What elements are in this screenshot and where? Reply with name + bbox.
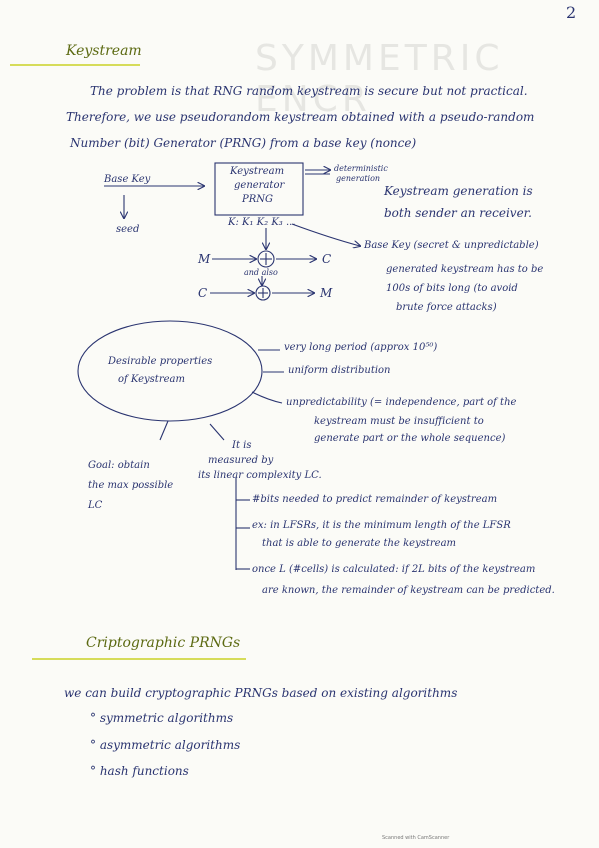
bullet-text: symmetric algorithms — [99, 711, 234, 725]
bullet-icon: ° — [90, 711, 100, 725]
keystream-length-note: brute force attacks) — [396, 302, 497, 313]
lc-definition: #bits needed to predict remainder of key… — [252, 494, 498, 505]
gen-note: Keystream generation is — [384, 184, 533, 198]
measured-note: measured by — [208, 455, 274, 466]
generator-line: generator — [234, 180, 285, 191]
lc-example: that is able to generate the keystream — [262, 538, 457, 549]
paragraph-line: Number (bit) Generator (PRNG) from a bas… — [70, 136, 417, 150]
lc-prediction: are known, the remainder of keystream ca… — [262, 585, 555, 596]
m-label-2: M — [320, 286, 333, 300]
measured-note: It is — [232, 440, 252, 451]
ellipse-center: of Keystream — [118, 374, 185, 385]
c-label-2: C — [198, 286, 208, 300]
base-key-note: Base Key (secret & unpredictable) — [364, 240, 539, 251]
property-unpredictability: generate part or the whole sequence) — [314, 433, 506, 444]
page-number: 2 — [566, 3, 577, 22]
bullet-asymmetric: ° asymmetric algorithms — [90, 738, 240, 752]
bullet-text: asymmetric algorithms — [99, 738, 241, 752]
measured-note: its linear complexity LC. — [198, 470, 322, 481]
bullet-hash: ° hash functions — [90, 764, 189, 778]
section-heading-prngs: Criptographic PRNGs — [86, 635, 241, 651]
ellipse-center: Desirable properties — [108, 356, 213, 367]
bullet-icon: ° — [90, 764, 100, 778]
base-key-label: Base Key — [104, 174, 151, 185]
heading-underline — [10, 64, 140, 66]
property-unpredictability: keystream must be insufficient to — [314, 416, 484, 427]
keys-row: K: K₁ K₂ K₃ ... — [228, 217, 296, 228]
property-uniform: uniform distribution — [288, 365, 391, 376]
gen-note: both sender an receiver. — [384, 206, 532, 220]
prng-intro: we can build cryptographic PRNGs based o… — [64, 686, 458, 700]
bleed-through: SYMMETRIC ENCR — [255, 38, 504, 120]
heading-underline — [32, 658, 246, 660]
bullet-text: hash functions — [99, 764, 189, 778]
generator-line: Keystream — [230, 166, 285, 177]
deterministic-label: generation — [336, 174, 381, 183]
goal-note: LC — [88, 500, 103, 511]
paragraph-line: The problem is that RNG random keystream… — [90, 84, 528, 98]
bullet-symmetric: ° symmetric algorithms — [90, 711, 233, 725]
goal-note: Goal: obtain — [88, 460, 150, 471]
and-also-label: and also — [244, 268, 278, 277]
seed-label: seed — [116, 224, 140, 235]
keystream-length-note: generated keystream has to be — [386, 264, 544, 275]
property-period: very long period (approx 10⁵⁰) — [284, 342, 438, 353]
scanner-watermark: Scanned with CamScanner — [382, 835, 450, 841]
property-unpredictability: unpredictability (= independence, part o… — [286, 397, 517, 408]
lc-example: ex: in LFSRs, it is the minimum length o… — [252, 520, 511, 531]
section-heading-keystream: Keystream — [66, 43, 142, 59]
m-label: M — [198, 252, 211, 266]
deterministic-label: deterministic — [334, 164, 388, 173]
generator-line: PRNG — [242, 194, 273, 205]
paragraph-line: Therefore, we use pseudorandom keystream… — [66, 110, 535, 124]
goal-note: the max possible — [88, 480, 174, 491]
bullet-icon: ° — [90, 738, 100, 752]
keystream-length-note: 100s of bits long (to avoid — [386, 283, 518, 294]
lc-prediction: once L (#cells) is calculated: if 2L bit… — [252, 564, 536, 575]
c-label: C — [322, 252, 332, 266]
